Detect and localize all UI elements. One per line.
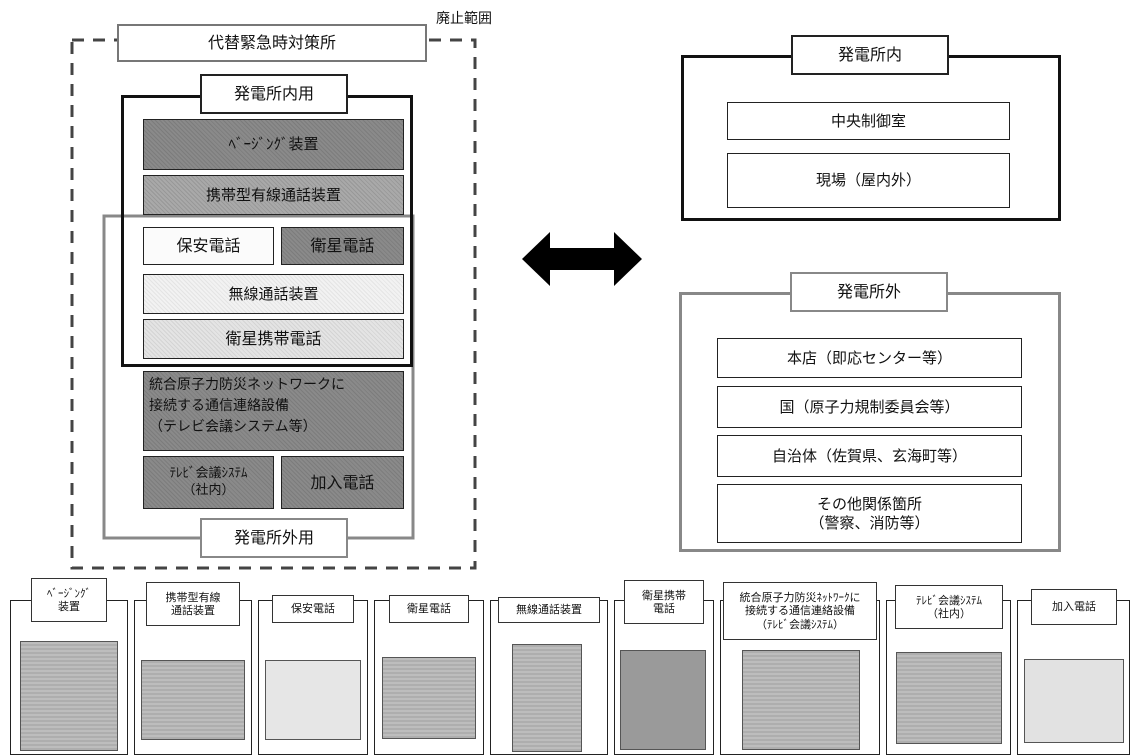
- panel-paging-line2: 装置: [58, 600, 80, 613]
- subscriber-phone-photo: [1024, 659, 1124, 743]
- panel-integrated-line3: （ﾃﾚﾋﾞ会議ｼｽﾃﾑ）: [756, 617, 844, 631]
- panel-satellite-caption: 衛星電話: [389, 595, 469, 623]
- satellite-mobile-photo: [620, 650, 706, 750]
- others-line1: その他関係箇所: [816, 494, 922, 513]
- integrated-line3: （テレビ会議システム等）: [149, 419, 317, 435]
- outside-plant-item-government: 国（原子力規制委員会等）: [717, 386, 1022, 428]
- outside-plant-item-municipality: 自治体（佐賀県、玄海町等）: [717, 435, 1022, 477]
- panel-tv-conf-line1: ﾃﾚﾋﾞ会議ｼｽﾃﾑ: [916, 593, 982, 607]
- satellite-mobile-box: 衛星携帯電話: [143, 319, 404, 359]
- bidirectional-arrow-icon: [522, 232, 642, 286]
- tv-conference-box: ﾃﾚﾋﾞ会議ｼｽﾃﾑ （社内）: [143, 456, 274, 509]
- panel-wired-line1: 携帯型有線: [165, 590, 221, 604]
- inside-plant-item-field: 現場（屋内外）: [727, 153, 1010, 208]
- inside-plant-title: 発電所内: [791, 35, 949, 75]
- paging-device-box: ﾍﾞｰｼﾞﾝｸﾞ装置: [143, 119, 404, 170]
- panel-sat-mobile-line2: 電話: [653, 602, 675, 615]
- panel-subscriber-caption: 加入電話: [1031, 589, 1117, 625]
- panel-radio-line1: 無線通話装置: [516, 603, 582, 617]
- panel-wired-line2: 通話装置: [171, 604, 215, 617]
- panel-security-line1: 保安電話: [291, 602, 335, 616]
- tv-conf-line2: （社内）: [182, 482, 235, 498]
- satellite-phone-box: 衛星電話: [281, 227, 404, 265]
- tv-conference-photo: [896, 652, 1002, 744]
- tv-conf-line1: ﾃﾚﾋﾞ会議ｼｽﾃﾑ: [169, 466, 248, 482]
- subscriber-phone-box: 加入電話: [281, 456, 404, 509]
- panel-security-caption: 保安電話: [272, 595, 354, 623]
- outside-use-title: 発電所外用: [200, 518, 348, 558]
- radio-device-box: 無線通話装置: [143, 274, 404, 314]
- outside-plant-title: 発電所外: [790, 272, 948, 312]
- portable-wired-box: 携帯型有線通話装置: [143, 175, 404, 215]
- panel-integrated-line1: 統合原子力防災ﾈｯﾄﾜｰｸに: [739, 591, 861, 605]
- panel-tv-conf-line2: （社内）: [927, 607, 971, 620]
- outside-plant-item-head-office: 本店（即応センター等）: [717, 338, 1022, 378]
- panel-paging-caption: ﾍﾞｰｼﾞﾝｸﾞ 装置: [31, 578, 107, 622]
- panel-subscriber-line1: 加入電話: [1052, 600, 1096, 614]
- security-phone-photo: [265, 660, 361, 740]
- panel-integrated-caption: 統合原子力防災ﾈｯﾄﾜｰｸに 接続する通信連絡設備 （ﾃﾚﾋﾞ会議ｼｽﾃﾑ）: [723, 582, 877, 640]
- integrated-network-box: 統合原子力防災ネットワークに 接続する通信連絡設備 （テレビ会議システム等）: [143, 371, 404, 451]
- integrated-tv-conf-photo: [742, 650, 860, 750]
- panel-wired-caption: 携帯型有線 通話装置: [146, 582, 240, 626]
- satellite-phone-photo: [382, 657, 476, 739]
- panel-satellite-line1: 衛星電話: [407, 602, 451, 616]
- security-phone-box: 保安電話: [143, 227, 274, 265]
- inside-plant-item-control-room: 中央制御室: [727, 102, 1010, 140]
- abolition-label: 廃止範囲: [436, 11, 492, 27]
- outside-plant-item-others: その他関係箇所 （警察、消防等）: [717, 484, 1022, 543]
- panel-sat-mobile-caption: 衛星携帯 電話: [624, 580, 704, 624]
- panel-integrated-line2: 接続する通信連絡設備: [745, 604, 855, 618]
- integrated-line1: 統合原子力防災ネットワークに: [149, 377, 345, 393]
- panel-sat-mobile-line1: 衛星携帯: [642, 588, 686, 602]
- paging-device-photo: [20, 641, 118, 751]
- wired-headset-photo: [141, 660, 245, 740]
- alt-center-title: 代替緊急時対策所: [117, 24, 427, 62]
- panel-tv-conf-caption: ﾃﾚﾋﾞ会議ｼｽﾃﾑ （社内）: [895, 585, 1003, 629]
- panel-paging-line1: ﾍﾞｰｼﾞﾝｸﾞ: [47, 586, 91, 600]
- panel-radio-caption: 無線通話装置: [498, 597, 600, 623]
- others-line2: （警察、消防等）: [809, 513, 930, 532]
- radio-device-photo: [512, 644, 582, 752]
- integrated-line2: 接続する通信連絡設備: [149, 398, 289, 414]
- inside-use-title: 発電所内用: [200, 74, 348, 114]
